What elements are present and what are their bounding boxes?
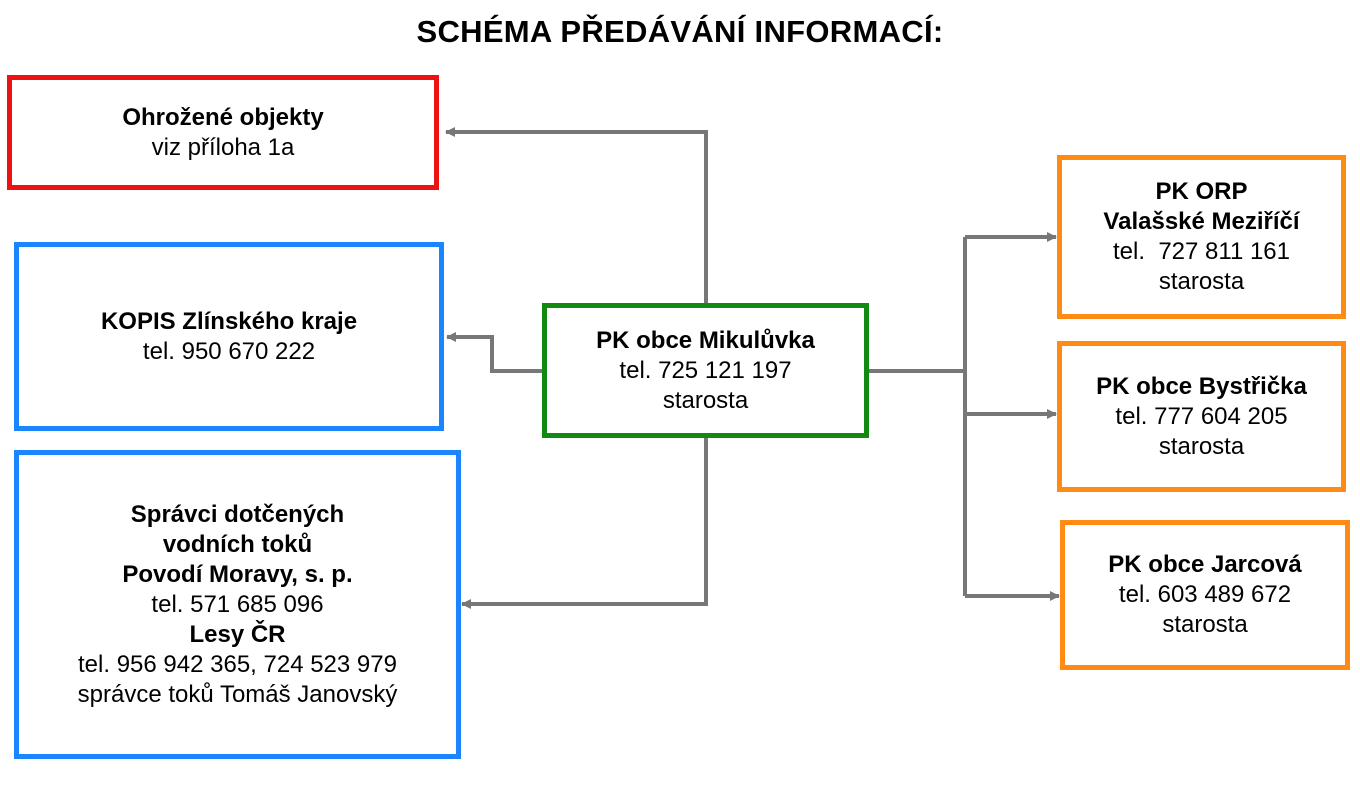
node-jarcova-role: starosta — [1162, 611, 1248, 638]
node-kopis-phone: tel. 950 670 222 — [142, 337, 316, 365]
node-spravci-org2: Lesy ČR — [189, 620, 286, 648]
connector-to-kopis — [446, 332, 543, 373]
node-spravci-title2: vodních toků — [162, 530, 313, 558]
node-bystricka-title: PK obce Bystřička — [1096, 372, 1307, 400]
connector-to-spravci — [461, 437, 708, 609]
node-bystricka-role: starosta — [1158, 432, 1245, 460]
node-spravci-org1-phone: tel. 571 685 096 — [151, 590, 324, 618]
node-jarcova-title: PK obce Jarcová — [1108, 551, 1302, 578]
connector-to-ohrozene — [445, 127, 708, 304]
node-center-phone: tel. 725 121 197 — [619, 356, 792, 384]
node-spravci: Správci dotčených vodních toků Povodí Mo… — [14, 450, 461, 759]
node-spravci-org2-phone: tel. 956 942 365, 724 523 979 — [78, 650, 397, 678]
node-ohrozene-line1: viz příloha 1a — [151, 133, 295, 161]
node-spravci-title1: Správci dotčených — [130, 500, 345, 528]
node-orp-title1: PK ORP — [1155, 178, 1248, 205]
diagram-title: SCHÉMA PŘEDÁVÁNÍ INFORMACÍ: — [416, 14, 944, 49]
node-jarcova: PK obce Jarcová tel. 603 489 672 starost… — [1060, 520, 1350, 670]
node-center-title: PK obce Mikulůvka — [596, 326, 815, 354]
node-orp-title2: Valašské Meziříčí — [1103, 208, 1300, 235]
node-ohrozene-objekty: Ohrožené objekty viz příloha 1a — [7, 75, 439, 190]
node-spravci-org1: Povodí Moravy, s. p. — [122, 560, 353, 588]
node-orp-phone: tel. 727 811 161 — [1112, 238, 1291, 265]
node-spravci-org2-person: správce toků Tomáš Janovský — [77, 680, 398, 708]
node-ohrozene-title: Ohrožené objekty — [122, 103, 324, 131]
node-jarcova-phone: tel. 603 489 672 — [1118, 581, 1292, 608]
node-orp-role: starosta — [1158, 268, 1245, 295]
node-bystricka-phone: tel. 777 604 205 — [1115, 402, 1288, 430]
node-kopis: KOPIS Zlínského kraje tel. 950 670 222 — [14, 242, 444, 431]
node-bystricka: PK obce Bystřička tel. 777 604 205 staro… — [1057, 341, 1346, 492]
node-center-mikuluvka: PK obce Mikulůvka tel. 725 121 197 staro… — [542, 303, 869, 438]
node-kopis-title: KOPIS Zlínského kraje — [100, 307, 358, 335]
node-orp: PK ORP Valašské Meziříčí tel. 727 811 16… — [1057, 155, 1346, 319]
node-center-role: starosta — [662, 386, 749, 414]
